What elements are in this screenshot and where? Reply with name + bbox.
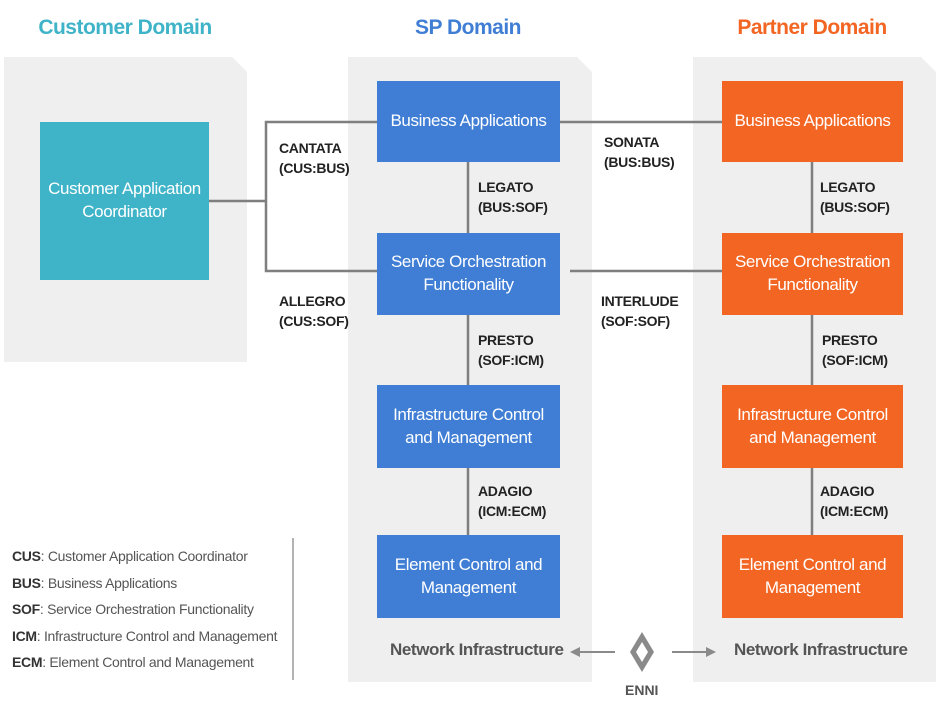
legend-text: : Infrastructure Control and Management — [36, 627, 278, 644]
partner-service-orchestration-box: Service Orchestration Functionality — [722, 233, 903, 315]
allegro-label: ALLEGRO (CUS:SOF) — [279, 293, 349, 330]
cantata-label: CANTATA (CUS:BUS) — [279, 140, 350, 177]
legend-text: : Service Orchestration Functionality — [39, 601, 254, 617]
connector-lines — [209, 120, 814, 535]
sp-adagio-label: ADAGIO (ICM:ECM) — [478, 483, 547, 520]
legend-abbr: BUS — [12, 574, 41, 591]
allegro-line — [264, 201, 377, 273]
sp-element-control-box: Element Control and Management — [377, 535, 560, 618]
interlude-label: INTERLUDE (SOF:SOF) — [601, 293, 679, 330]
sp-business-applications-box: Business Applications — [377, 81, 560, 162]
legend: CUS: Customer Application Coordinator BU… — [12, 543, 278, 676]
sp-network-infrastructure-label: Network Infrastructure — [390, 640, 564, 659]
legend-abbr: SOF — [12, 601, 40, 617]
legend-item-sof: SOF: Service Orchestration Functionality — [12, 596, 277, 623]
enni-left-arrowhead-icon — [570, 647, 580, 657]
sp-domain-panel — [348, 57, 592, 682]
legend-abbr: CUS — [12, 548, 41, 564]
partner-legato-label: LEGATO (BUS:SOF) — [820, 179, 890, 216]
partner-infrastructure-control-box: Infrastructure Control and Management — [722, 385, 903, 468]
enni-icon — [630, 632, 654, 672]
legend-abbr: ECM — [12, 654, 43, 670]
sp-service-orchestration-box: Service Orchestration Functionality — [377, 233, 560, 315]
partner-domain-panel — [693, 57, 936, 682]
sp-infrastructure-control-box: Infrastructure Control and Management — [377, 385, 560, 468]
customer-application-coordinator-box: Customer Application Coordinator — [40, 122, 209, 280]
legend-item-cus: CUS: Customer Application Coordinator — [12, 543, 277, 570]
enni-label: ENNI — [625, 682, 659, 698]
cantata-line — [264, 120, 377, 201]
partner-business-applications-box: Business Applications — [722, 81, 903, 162]
legend-text: : Element Control and Management — [42, 654, 254, 670]
legend-text: : Customer Application Coordinator — [40, 548, 248, 564]
enni-arrows — [570, 647, 716, 657]
legend-text: : Business Applications — [40, 574, 178, 591]
sp-legato-label: LEGATO (BUS:SOF) — [478, 179, 548, 216]
legend-item-ecm: ECM: Element Control and Management — [12, 649, 277, 676]
partner-presto-label: PRESTO (SOF:ICM) — [822, 332, 888, 369]
partner-adagio-label: ADAGIO (ICM:ECM) — [820, 483, 889, 520]
legend-item-icm: ICM: Infrastructure Control and Manageme… — [12, 623, 278, 650]
partner-network-infrastructure-label: Network Infrastructure — [734, 640, 908, 659]
sp-domain-title: SP Domain — [415, 16, 521, 39]
enni-right-arrowhead-icon — [706, 647, 716, 657]
sonata-label: SONATA (BUS:BUS) — [604, 134, 675, 171]
sp-presto-label: PRESTO (SOF:ICM) — [478, 332, 544, 369]
legend-item-bus: BUS: Business Applications — [12, 570, 277, 597]
partner-element-control-box: Element Control and Management — [722, 535, 903, 618]
partner-domain-title: Partner Domain — [737, 16, 887, 39]
customer-domain-title: Customer Domain — [38, 16, 212, 39]
legend-abbr: ICM — [12, 627, 37, 644]
